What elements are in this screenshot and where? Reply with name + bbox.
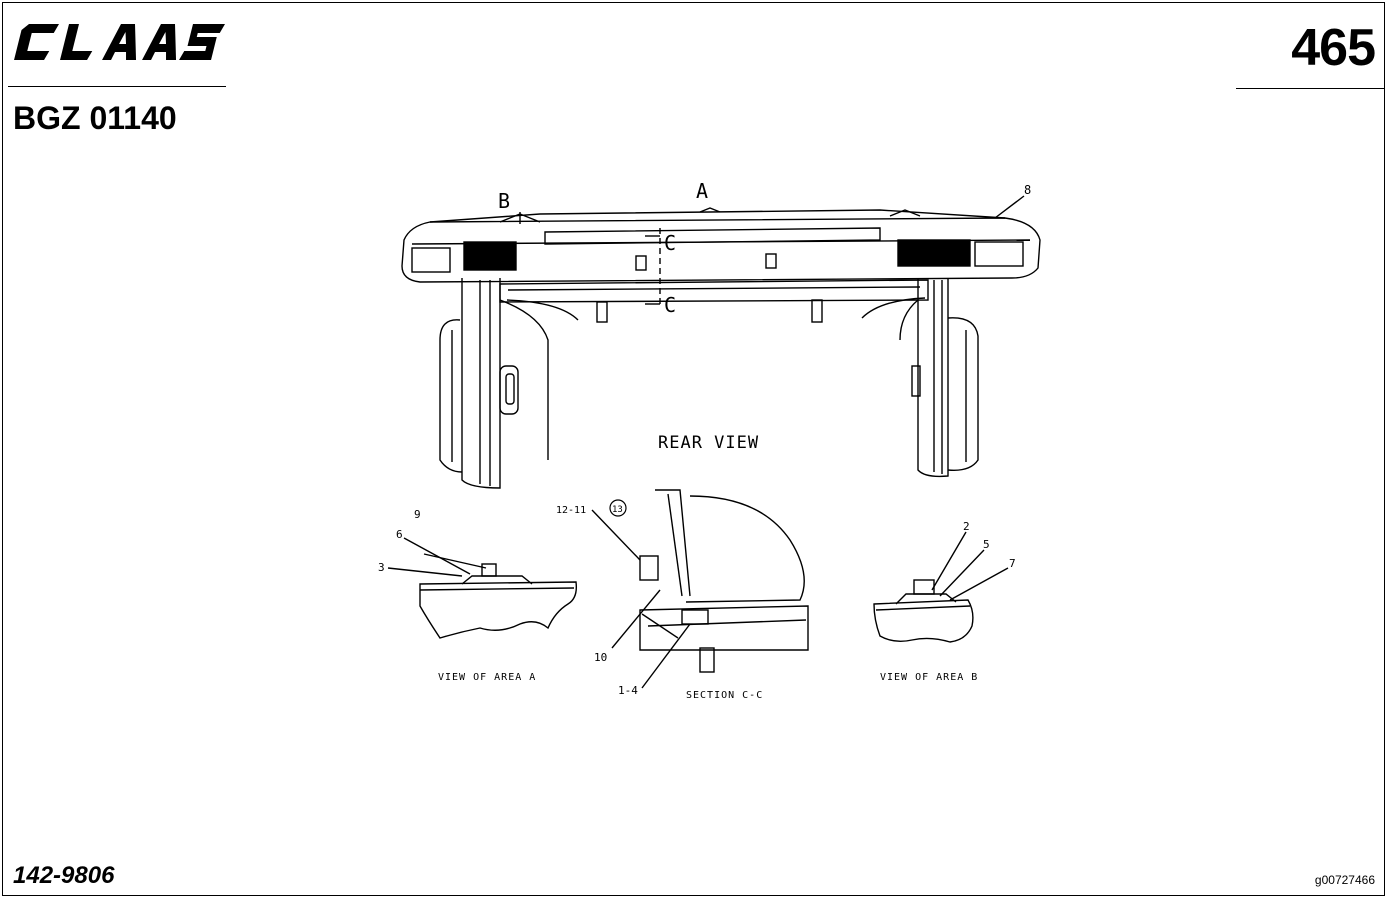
callout-area-a-2: 6 [396,528,403,541]
left-pillar [439,278,549,489]
callout-area-b-2: 5 [983,538,990,551]
callout-area-a-3: 3 [378,561,385,574]
document-number: 142-9806 [13,862,115,889]
caption-section-c-c: SECTION C-C [686,690,763,701]
callout-section-1: 12-11 [556,505,586,516]
callout-section-3: 10 [594,651,607,664]
view-area-b-detail [873,531,1009,643]
callout-area-b-1: 2 [963,520,970,533]
callout-area-b-3: 7 [1009,557,1016,570]
section-marker-c-bottom: C [664,293,676,317]
group-code: BGZ 01140 [13,100,177,136]
view-area-a-detail [387,537,578,639]
header-rule-left [8,86,226,87]
view-marker-a: A [696,179,708,203]
caption-view-area-a: VIEW OF AREA A [438,672,536,683]
callout-section-4: 1-4 [618,684,638,697]
section-c-marker [645,228,661,305]
cab-crossbeam [499,279,929,323]
image-id: g00727466 [1314,873,1375,887]
leader-8 [994,195,1025,219]
caption-view-area-b: VIEW OF AREA B [880,672,978,683]
page-number: 465 [1291,19,1376,77]
section-marker-c-top: C [664,231,676,255]
rear-view-label: REAR VIEW [658,433,759,453]
callout-section-2: 13 [612,505,623,515]
section-c-c-detail [591,489,809,689]
callout-area-a-1: 9 [414,508,421,521]
claas-logo [14,24,226,60]
callout-8: 8 [1024,183,1031,197]
right-pillar [899,278,979,478]
view-marker-b: B [498,189,510,213]
roof-assembly [401,207,1041,283]
callout-circle-13 [609,499,627,517]
header-rule-right [1236,88,1384,89]
